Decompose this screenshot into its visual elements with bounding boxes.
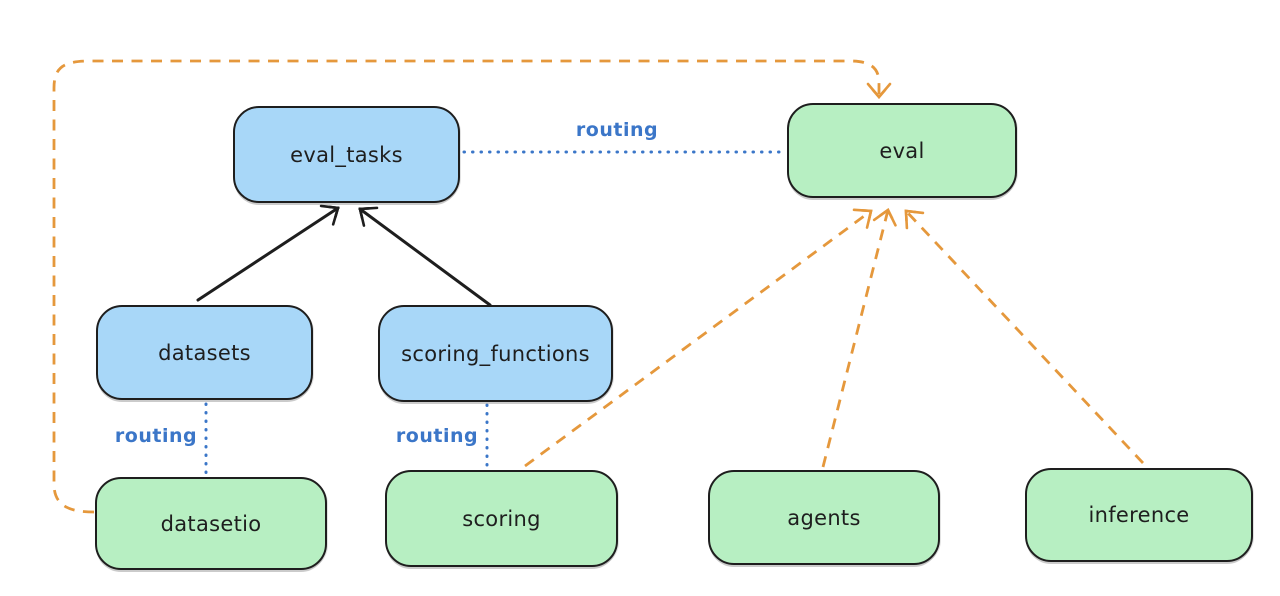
edge-label-routing-datasets: routing [114, 425, 198, 447]
edge-scoring-functions-to-eval-tasks [358, 206, 492, 307]
node-inference-label: inference [1088, 503, 1190, 527]
node-datasetio: datasetio [95, 477, 327, 570]
edge-label-routing-top: routing [575, 119, 659, 141]
node-eval-tasks-label: eval_tasks [290, 142, 403, 167]
edge-scoring-to-eval [524, 208, 873, 468]
edge-inference-to-eval [904, 209, 1145, 464]
node-agents: agents [708, 470, 940, 565]
node-scoring: scoring [385, 470, 618, 567]
node-scoring-functions-label: scoring_functions [401, 341, 590, 366]
edge-datasets-to-eval-tasks [196, 204, 340, 302]
edge-datasetio-to-eval-loop [52, 59, 892, 514]
node-datasets-label: datasets [158, 340, 251, 365]
node-agents-label: agents [787, 505, 861, 530]
node-scoring-label: scoring [462, 506, 541, 531]
node-eval-tasks: eval_tasks [233, 106, 460, 203]
node-scoring-functions: scoring_functions [378, 305, 613, 402]
node-eval-label: eval [879, 138, 925, 163]
node-inference: inference [1025, 468, 1253, 562]
edge-label-routing-scoring: routing [395, 425, 479, 447]
node-datasetio-label: datasetio [160, 511, 262, 536]
node-eval: eval [787, 103, 1017, 198]
edge-agents-to-eval [821, 208, 897, 468]
node-datasets: datasets [96, 305, 313, 400]
